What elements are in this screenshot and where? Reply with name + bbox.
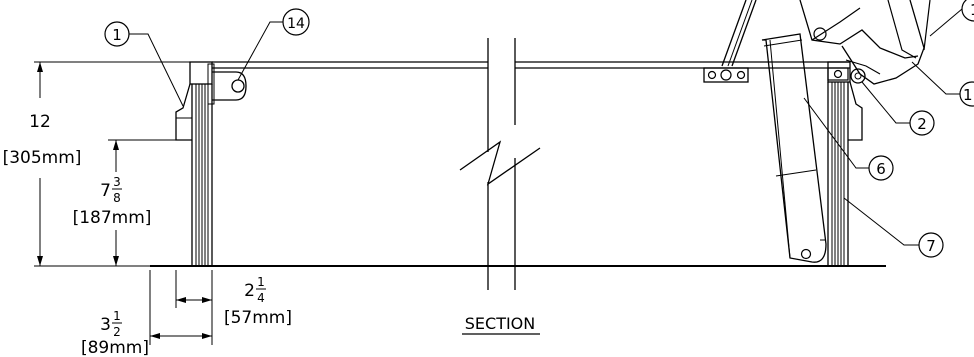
dim-small-num: 1	[257, 275, 265, 289]
callout-14	[237, 8, 310, 81]
dim-small-den: 4	[257, 291, 265, 305]
callout-2	[861, 81, 935, 136]
dim-height-total-imperial: 12	[29, 112, 51, 132]
dim-partial-den: 8	[113, 191, 121, 205]
dim-height-total	[34, 61, 190, 267]
dim-height-partial	[108, 139, 176, 266]
left-post	[175, 61, 215, 266]
callout-11-right	[911, 61, 974, 107]
top-rail	[212, 61, 850, 69]
bracket-14	[212, 71, 247, 101]
dim-partial-whole: 7	[100, 181, 111, 201]
dim-offset-small	[175, 270, 213, 345]
dim-small-whole: 2	[244, 281, 255, 301]
right-post	[827, 61, 863, 266]
dim-partial-metric: [187mm]	[73, 208, 152, 228]
callout-6-label: 6	[876, 160, 886, 178]
callout-1-left-label: 1	[112, 26, 122, 44]
dim-height-total-metric: [305mm]	[3, 148, 82, 168]
break-symbol	[459, 38, 541, 290]
callout-2-label: 2	[917, 115, 927, 133]
gas-spring-cylinder	[761, 33, 827, 263]
callout-1-top-right	[929, 0, 974, 37]
callout-1-left	[104, 21, 184, 107]
callout-7-label: 7	[926, 237, 936, 255]
section-label: SECTION	[465, 314, 536, 333]
dim-large-metric: [89mm]	[81, 338, 149, 357]
callout-14-label: 14	[287, 16, 305, 32]
dim-large-whole: 3	[100, 315, 111, 335]
callout-11-right-label: 11	[963, 86, 974, 104]
callout-6	[803, 97, 894, 181]
callout-7	[843, 197, 944, 258]
dim-partial-num: 3	[113, 175, 121, 189]
dim-large-num: 1	[113, 309, 121, 323]
callout-1-top-right-label: 1	[970, 1, 974, 19]
bolt-plate	[703, 67, 866, 84]
dim-large-den: 2	[113, 325, 121, 339]
dim-offset-large	[149, 270, 212, 345]
dim-small-metric: [57mm]	[224, 308, 292, 328]
lift-arm-mechanism	[721, 0, 931, 85]
